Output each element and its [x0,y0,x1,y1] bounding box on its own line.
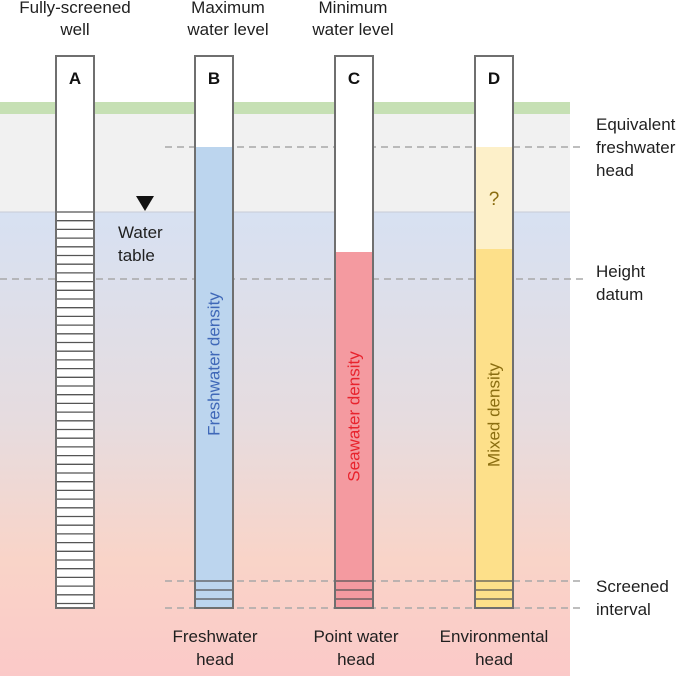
well-b-outline [194,55,234,609]
label-line: freshwater [596,138,676,157]
well-a-letter: A [69,69,81,88]
well-b-density-label: Freshwater density [205,292,224,436]
well-d-outline [474,55,514,609]
footer-well-d: Environmental head [419,625,569,671]
label-line: interval [596,600,651,619]
well-d-letter: D [488,69,500,88]
well-d-screen [475,581,513,608]
well-c-water-column [335,252,373,581]
well-c-density-label: Seawater density [345,351,364,482]
water-table-label: Water table [118,221,163,267]
well-a-screen [56,212,94,608]
label-line: datum [596,285,644,304]
footer-well-b: Freshwater head [140,625,290,671]
well-d-water-column [475,249,513,581]
screened-interval-label: Screened interval [596,575,669,621]
header-line: Fully-screened [19,0,131,17]
well-d: D Mixed density? [474,55,514,609]
header-line: water level [187,20,269,39]
well-d-uncertain-fill [475,147,513,249]
well-c-outline [334,55,374,609]
header-line: well [60,20,90,39]
well-c-letter: C [348,69,360,88]
well-a-outline [55,55,95,609]
well-b: B Freshwater density [194,55,234,609]
header-line: Minimum [318,0,388,17]
well-d-density-label: Mixed density [485,363,504,467]
well-c-screen [335,581,373,608]
footer-line: head [475,650,513,669]
water-table-marker-icon [136,196,154,211]
header-well-c: Minimum water level [278,0,428,41]
well-b-letter: B [208,69,220,88]
label-line: Screened [596,577,669,596]
well-b-screen [195,581,233,608]
equivalent-head-label: Equivalent freshwater head [596,113,675,182]
header-line: water level [312,20,394,39]
well-b-water-column [195,147,233,581]
well-a: A [55,55,95,609]
footer-well-c: Point water head [281,625,431,671]
footer-line: Freshwater [172,627,258,646]
label-line: table [118,246,155,265]
label-line: Height [596,262,646,281]
footer-line: head [337,650,375,669]
label-line: Equivalent [596,115,676,134]
header-well-a: Fully-screened well [0,0,150,41]
header-well-b: Maximum water level [153,0,303,41]
height-datum-label: Height datum [596,260,645,306]
wells-group: A B Freshwater density C Seawater density D Mi… [55,55,514,609]
footer-line: head [196,650,234,669]
footer-line: Environmental [439,627,549,646]
footer-line: Point water [313,627,399,646]
well-d-unknown-mark: ? [489,189,500,210]
label-line: Water [118,223,163,242]
header-line: Maximum [191,0,265,17]
ground-surface [0,102,570,114]
label-line: head [596,161,634,180]
well-c: C Seawater density [334,55,374,609]
